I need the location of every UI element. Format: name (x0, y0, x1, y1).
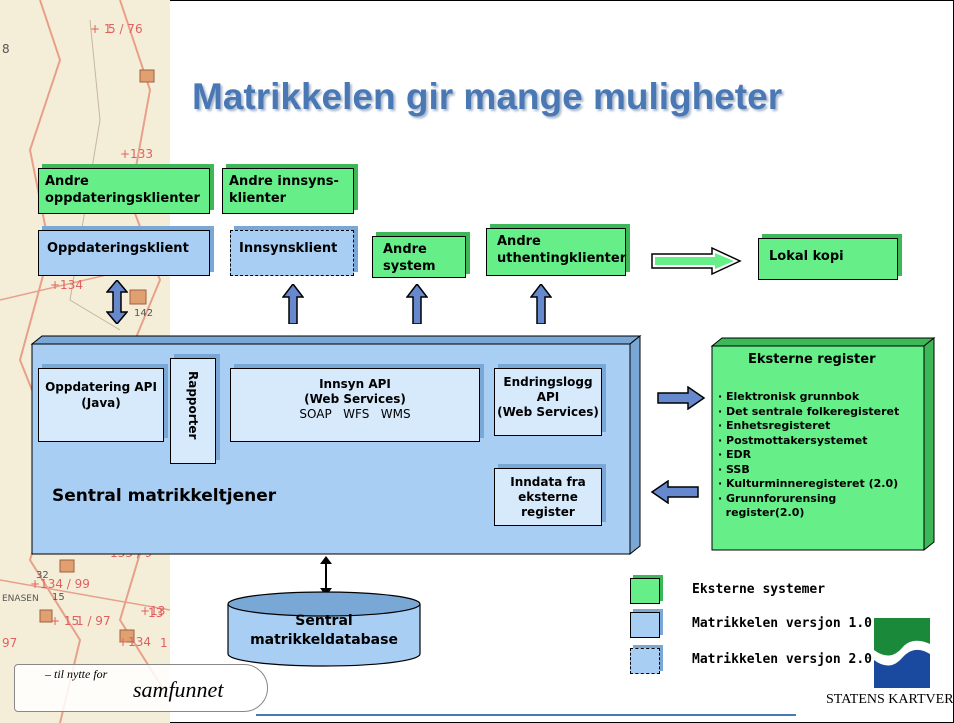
lokal-kopi-box: Lokal kopi (758, 238, 898, 280)
map-label: +134 (118, 635, 151, 649)
innsynsklient-box: Innsynsklient (230, 230, 354, 276)
samfunnet-logo: – til nytte for samfunnet (14, 664, 268, 712)
box-line: Oppdatering API (45, 380, 157, 394)
arrow-right-icon (651, 246, 742, 276)
logo-line: – til nytte for (45, 667, 108, 681)
logo-line: samfunnet (133, 677, 224, 702)
kartverk-logo-text: STATENS KARTVERK (826, 692, 954, 707)
box-line: Andre (45, 174, 89, 189)
list-item: · Enhetsregisteret (718, 419, 831, 432)
list-item: · Det sentrale folkeregisteret (718, 404, 900, 418)
box-line: SOAP WFS WMS (299, 407, 411, 421)
database-cylinder-icon (227, 591, 421, 667)
box-line: API (536, 390, 560, 404)
andre-oppdateringsklienter-box: Andre oppdateringsklienter (38, 168, 210, 214)
kartverk-logo-icon (872, 614, 930, 690)
box-line: Endringslogg (503, 375, 593, 389)
box-line: matrikkeldatabase (250, 632, 398, 648)
box-label: Lokal kopi (769, 249, 844, 264)
box-line: Inndata fra (510, 475, 586, 489)
page-title: Matrikkelen gir mange muligheter (192, 76, 783, 117)
box-line: klienter (229, 191, 287, 206)
box-line: (Java) (81, 396, 121, 410)
eksterne-title: Eksterne register (748, 352, 876, 367)
list-item: · Postmottakersystemet (718, 433, 868, 447)
box-line: Andre (383, 242, 427, 257)
list-item: · EDR (718, 448, 752, 461)
list-item: register(2.0) (718, 506, 805, 519)
andre-innsynsklienter-box: Andre innsyns- klienter (222, 168, 354, 214)
box-line: Andre innsyns- (229, 174, 339, 189)
arrow-up-icon (282, 284, 304, 324)
map-label: + 1 (90, 22, 112, 36)
list-item: · Grunnforurensing (718, 491, 837, 505)
oppdateringsklient-box: Oppdateringsklient (38, 230, 210, 276)
map-label: ENASEN (2, 594, 39, 604)
map-label: +133 (120, 147, 153, 161)
inndata-box: Inndata fra eksterne register (494, 468, 602, 526)
box-line: Andre (497, 234, 541, 249)
map-label: 1 / 97 (76, 614, 111, 628)
rapporter-label: Rapporter (186, 371, 200, 440)
bottom-rule (256, 714, 796, 716)
map-label: +134 / 99 (30, 577, 90, 591)
oppdatering-api-box: Oppdatering API (Java) (38, 368, 164, 442)
map-label: + 15 (50, 614, 80, 628)
map-label: +13 (140, 604, 166, 618)
list-item: · SSB (718, 462, 750, 476)
box-line: eksterne (518, 490, 578, 504)
legend-swatch-blue-dashed (630, 648, 660, 674)
map-label: 13 (148, 606, 164, 620)
server-label: Sentral matrikkeltjener (52, 486, 277, 506)
innsyn-api-box: Innsyn API (Web Services) SOAP WFS WMS (230, 368, 480, 442)
eksterne-3d-frame (710, 336, 936, 552)
box-line: system (383, 259, 436, 274)
eksterne-list: · Elektronisk grunnbok · Det sentrale fo… (718, 390, 928, 521)
map-label: 32 (36, 570, 49, 581)
map-label: 15 (52, 592, 65, 603)
arrow-left-icon (650, 480, 699, 504)
arrow-up-icon (406, 284, 428, 324)
box-label: Innsynsklient (239, 241, 338, 256)
andre-uthentingklienter-box: Andre uthentingklienter (486, 228, 626, 276)
map-label: 8 (2, 42, 10, 56)
box-label: Oppdateringsklient (47, 241, 189, 256)
andre-system-box: Andre system (372, 236, 466, 278)
double-arrow-icon (106, 280, 128, 324)
list-item: · Kulturminneregisteret (2.0) (718, 477, 899, 490)
map-label: +134 (50, 278, 83, 292)
box-line: register (521, 505, 575, 519)
legend-swatch-blue (630, 612, 660, 638)
box-line: (Web Services) (497, 405, 599, 419)
box-line: oppdateringsklienter (45, 191, 200, 206)
map-label: 5 / 76 (108, 22, 143, 36)
box-line: uthentingklienter (497, 251, 627, 266)
box-line: Sentral (295, 613, 353, 629)
database-label: Sentral matrikkeldatabase (226, 612, 422, 650)
rapporter-box: Rapporter (170, 358, 216, 464)
list-item: · Elektronisk grunnbok (718, 390, 860, 403)
endringslogg-api-box: Endringslogg API (Web Services) (494, 368, 602, 436)
box-line: (Web Services) (304, 392, 406, 406)
arrow-right-icon (657, 386, 706, 410)
map-label: 97 (2, 636, 18, 650)
arrow-up-icon (530, 284, 552, 324)
map-drawing (0, 0, 170, 723)
legend-swatch-green (630, 578, 660, 604)
map-label: 1 (160, 636, 168, 650)
legend-label: Matrikkelen versjon 1.0 (692, 616, 873, 631)
box-line: Innsyn API (319, 377, 391, 391)
legend-label: Eksterne systemer (692, 582, 826, 597)
map-label: 142 (134, 308, 154, 319)
legend-label: Matrikkelen versjon 2.0 (692, 652, 873, 667)
